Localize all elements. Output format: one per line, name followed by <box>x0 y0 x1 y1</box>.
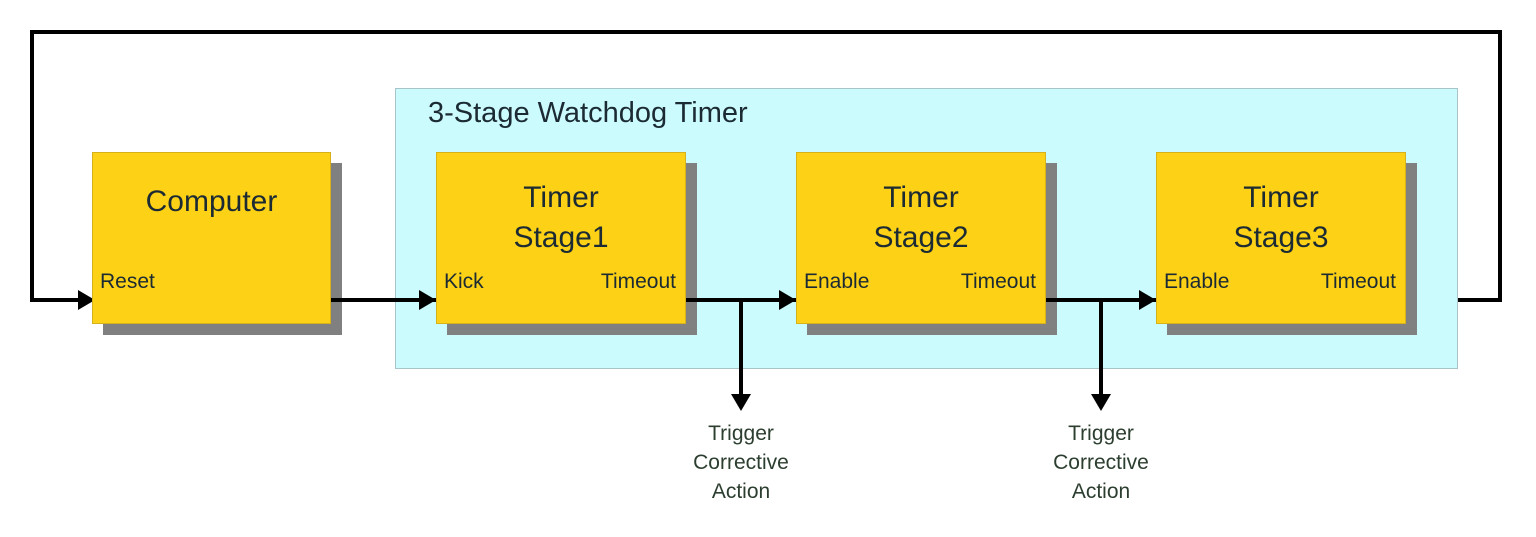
block-timer-stage-3-body <box>1156 152 1406 324</box>
arrowhead-into-stage2-enable-icon <box>779 290 796 310</box>
feedback-wire-top-segment <box>30 30 1502 34</box>
arrowhead-into-stage3-enable-icon <box>1139 290 1156 310</box>
block-timer-stage-1-port-timeout[interactable]: Timeout <box>600 270 676 293</box>
block-computer-body <box>92 152 331 324</box>
note-corrective-action-2: Trigger Corrective Action <box>1053 422 1149 503</box>
block-computer-port-reset[interactable]: Reset <box>100 270 155 293</box>
feedback-wire-into-reset <box>30 298 82 302</box>
block-timer-stage-2-body <box>796 152 1046 324</box>
arrowhead-corrective-action-2-icon <box>1091 394 1111 411</box>
group-title: 3-Stage Watchdog Timer <box>428 97 748 129</box>
block-timer-stage-3-port-timeout[interactable]: Timeout <box>1320 270 1396 293</box>
arrowhead-into-reset-icon <box>78 290 95 310</box>
block-timer-stage-1-port-kick[interactable]: Kick <box>444 270 484 293</box>
arrowhead-corrective-action-1-icon <box>731 394 751 411</box>
wire-stage1-branch-down <box>739 298 743 396</box>
arrowhead-into-kick-icon <box>419 290 436 310</box>
feedback-wire-left-vertical <box>30 30 34 300</box>
block-timer-stage-1[interactable]: Timer Stage1 Kick Timeout <box>436 152 697 335</box>
block-timer-stage-2-title: Timer Stage2 <box>873 181 969 254</box>
block-timer-stage-1-body <box>436 152 686 324</box>
wire-computer-to-stage1 <box>331 298 437 302</box>
block-timer-stage-3-port-enable[interactable]: Enable <box>1164 270 1230 293</box>
wire-stage2-branch-down <box>1099 298 1103 396</box>
block-computer[interactable]: Computer Reset <box>92 152 342 335</box>
block-timer-stage-3[interactable]: Timer Stage3 Enable Timeout <box>1156 152 1417 335</box>
feedback-wire-right-vertical <box>1498 30 1502 302</box>
block-timer-stage-1-title: Timer Stage1 <box>513 181 609 254</box>
note-corrective-action-1: Trigger Corrective Action <box>693 422 789 503</box>
feedback-wire-right-segment <box>1430 298 1502 302</box>
block-computer-title: Computer <box>145 185 278 218</box>
block-timer-stage-3-title: Timer Stage3 <box>1233 181 1329 254</box>
block-timer-stage-2-port-timeout[interactable]: Timeout <box>960 270 1036 293</box>
block-timer-stage-2-port-enable[interactable]: Enable <box>804 270 870 293</box>
block-timer-stage-2[interactable]: Timer Stage2 Enable Timeout <box>796 152 1057 335</box>
